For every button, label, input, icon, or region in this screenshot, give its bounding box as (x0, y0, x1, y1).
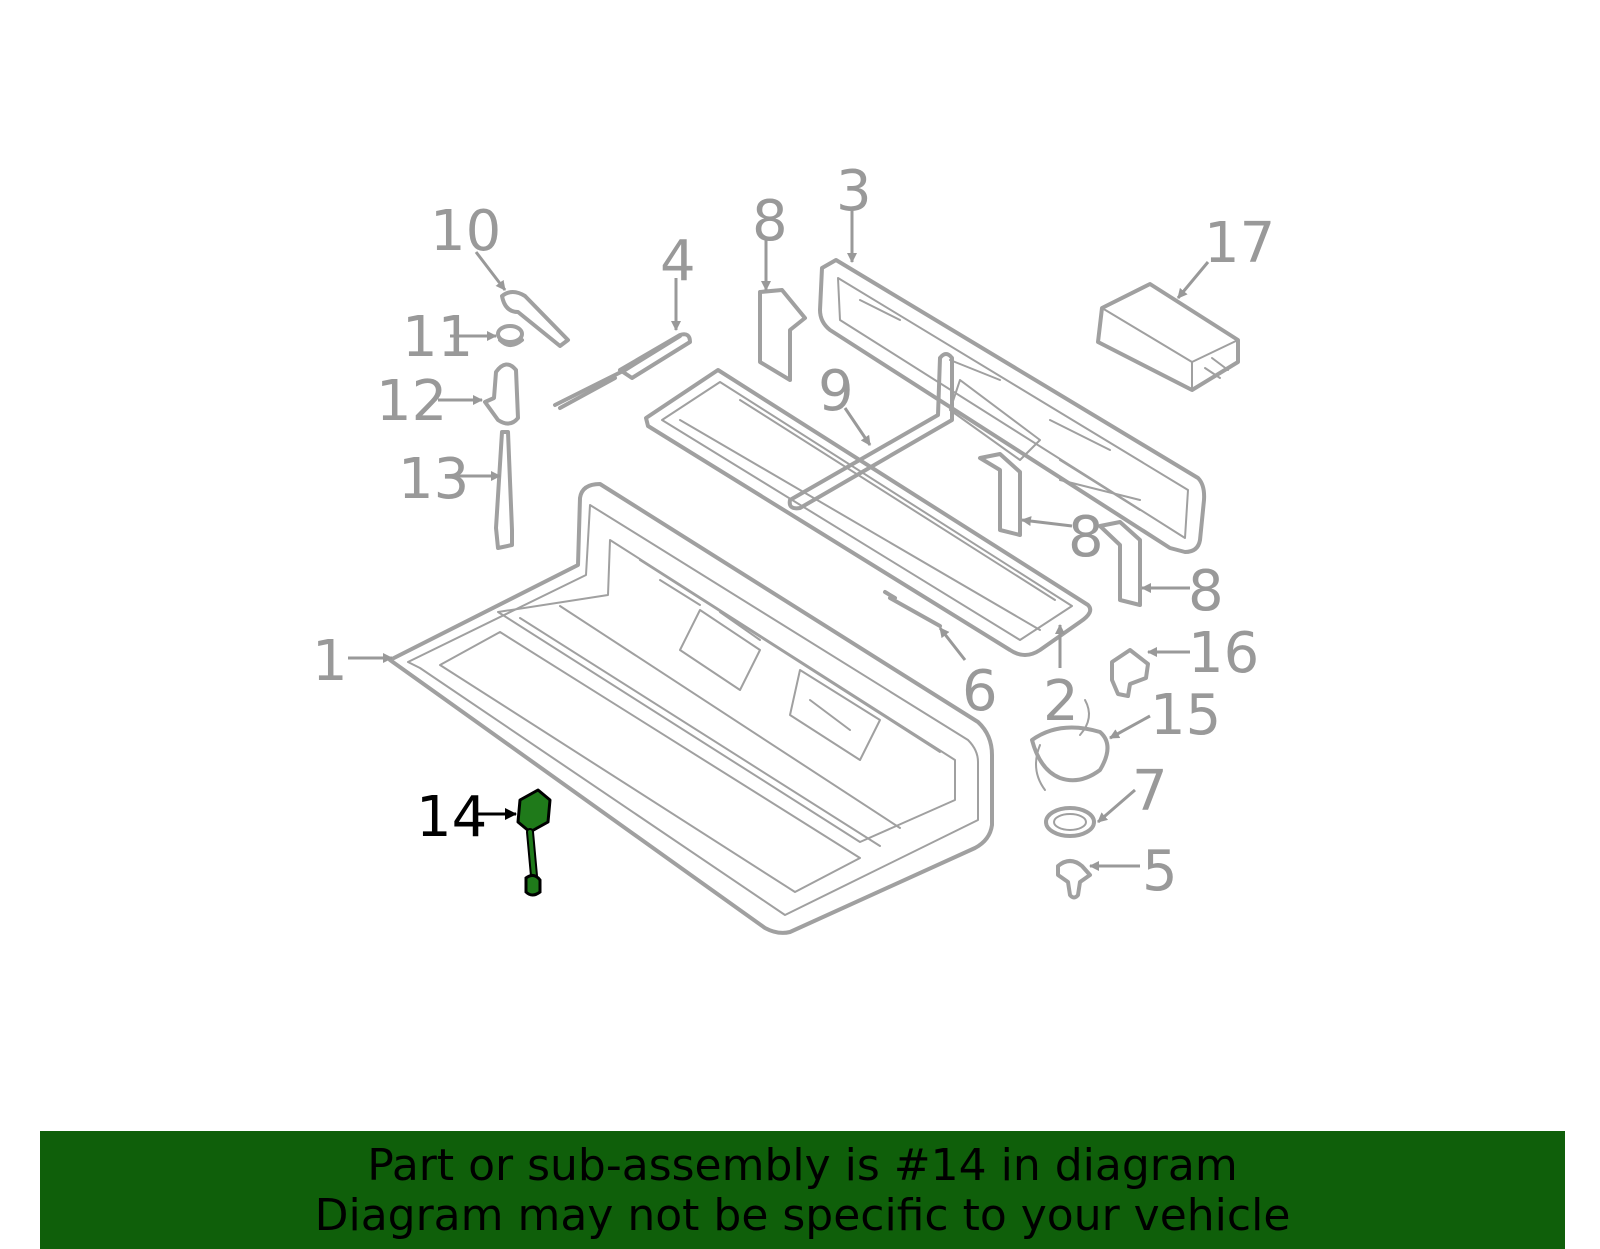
part-17-box (1096, 282, 1240, 392)
part-4-strut (553, 332, 692, 410)
callout-16: 16 (1188, 621, 1259, 686)
callout-17: 17 (1204, 211, 1275, 276)
callout-14: 14 (416, 785, 487, 850)
part-14-highlighted (516, 788, 552, 897)
callout-4: 4 (660, 229, 696, 294)
part-15-cover (1030, 699, 1110, 791)
callout-11: 11 (402, 305, 473, 370)
part-5-pin (1056, 859, 1092, 900)
callout-1: 1 (312, 629, 348, 694)
callout-5: 5 (1142, 839, 1178, 904)
callout-7: 7 (1132, 759, 1168, 824)
callout-10: 10 (430, 199, 501, 264)
info-banner: Part or sub-assembly is #14 in diagram D… (40, 1131, 1565, 1249)
banner-line-2: Diagram may not be specific to your vehi… (314, 1190, 1291, 1241)
leader-lines (348, 210, 1210, 871)
callout-3: 3 (836, 159, 872, 224)
callout-labels: 1 2 3 4 5 6 7 8 8 8 9 10 11 12 13 14 15 … (312, 159, 1275, 904)
part-12-latch (483, 362, 520, 426)
part-3-back-panel (818, 258, 1207, 554)
part-6-rod (883, 590, 942, 628)
part-10-handle (500, 290, 570, 348)
part-16-clip (1110, 648, 1150, 698)
callout-6: 6 (962, 659, 998, 724)
part-7-washer (1044, 806, 1096, 838)
part-1-panel (388, 482, 994, 935)
callout-12: 12 (376, 369, 447, 434)
callout-8c: 8 (1188, 559, 1224, 624)
part-11-cap (496, 324, 524, 347)
part-8-brackets (758, 288, 1142, 607)
callout-15: 15 (1150, 683, 1221, 748)
banner-line-1: Part or sub-assembly is #14 in diagram (367, 1140, 1238, 1191)
callout-13: 13 (398, 447, 469, 512)
callout-8a: 8 (752, 189, 788, 254)
part-9-brace (787, 352, 954, 511)
part-2-tray (644, 368, 1093, 657)
callout-9: 9 (818, 359, 854, 424)
callout-8b: 8 (1068, 505, 1104, 570)
part-13-rod (494, 430, 514, 550)
callout-2: 2 (1043, 669, 1079, 734)
